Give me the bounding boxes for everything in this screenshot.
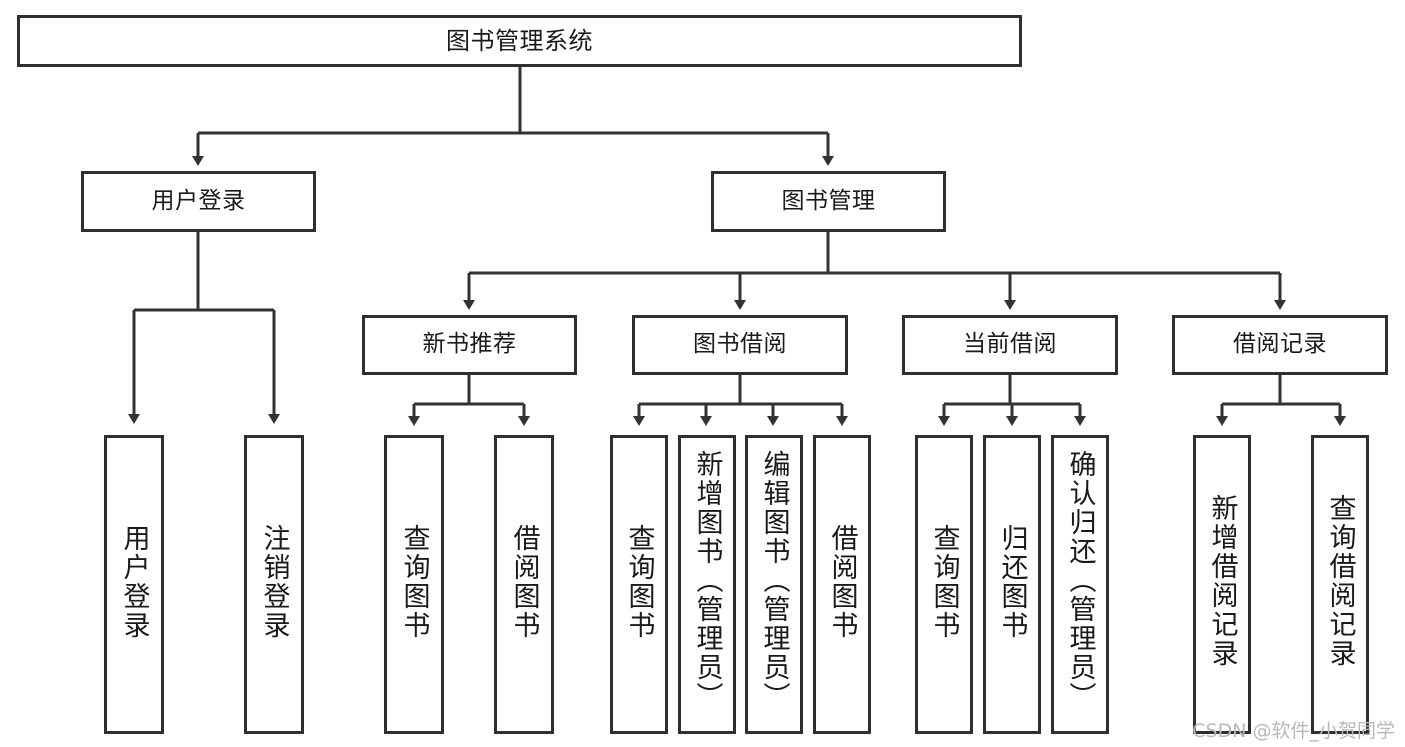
node-label: 归还图书 <box>996 524 1028 640</box>
node-label: 用户登录 <box>118 524 150 640</box>
node-leaf-logout[interactable]: 注销登录 <box>244 435 304 734</box>
node-label: 图书管理系统 <box>446 26 593 55</box>
node-label: 确认归还（管理员） <box>1064 450 1096 711</box>
node-label: 用户登录 <box>151 187 246 214</box>
node-label: 查询图书 <box>623 524 655 640</box>
node-leaf-query-book-recommend[interactable]: 查询图书 <box>384 435 444 734</box>
node-borrow-record[interactable]: 借阅记录 <box>1172 315 1388 375</box>
node-leaf-add-borrow-record[interactable]: 新增借阅记录 <box>1193 435 1251 734</box>
node-label: 编辑图书（管理员） <box>758 450 790 711</box>
watermark-text: CSDN @软件_小贺同学 <box>1192 720 1395 742</box>
node-leaf-add-book-admin[interactable]: 新增图书（管理员） <box>678 435 736 734</box>
node-new-book-recommend[interactable]: 新书推荐 <box>362 315 577 375</box>
node-user-login[interactable]: 用户登录 <box>81 171 316 232</box>
node-leaf-borrow-book-recommend[interactable]: 借阅图书 <box>494 435 554 734</box>
node-label: 新增借阅记录 <box>1206 494 1238 668</box>
node-label: 新增图书（管理员） <box>691 450 723 711</box>
node-label: 借阅图书 <box>508 524 540 640</box>
node-label: 图书管理 <box>781 187 876 214</box>
node-label: 借阅记录 <box>1233 331 1327 358</box>
node-leaf-edit-book-admin[interactable]: 编辑图书（管理员） <box>745 435 803 734</box>
node-leaf-user-login[interactable]: 用户登录 <box>104 435 164 734</box>
node-leaf-query-borrow-record[interactable]: 查询借阅记录 <box>1311 435 1369 734</box>
node-leaf-query-book-borrow[interactable]: 查询图书 <box>610 435 668 734</box>
node-leaf-borrow-book[interactable]: 借阅图书 <box>813 435 871 734</box>
node-label: 当前借阅 <box>963 331 1057 358</box>
node-leaf-return-book[interactable]: 归还图书 <box>983 435 1041 734</box>
node-label: 注销登录 <box>258 524 290 640</box>
node-label: 查询借阅记录 <box>1324 494 1356 668</box>
node-book-management[interactable]: 图书管理 <box>711 171 946 232</box>
node-label: 图书借阅 <box>693 331 787 358</box>
node-leaf-confirm-return-admin[interactable]: 确认归还（管理员） <box>1051 435 1109 734</box>
node-label: 查询图书 <box>398 524 430 640</box>
node-current-borrow[interactable]: 当前借阅 <box>902 315 1118 375</box>
node-label: 借阅图书 <box>826 524 858 640</box>
node-root-system[interactable]: 图书管理系统 <box>17 15 1022 67</box>
node-label: 查询图书 <box>928 524 960 640</box>
node-leaf-query-book-current[interactable]: 查询图书 <box>915 435 973 734</box>
node-book-borrow[interactable]: 图书借阅 <box>632 315 848 375</box>
node-label: 新书推荐 <box>422 331 517 358</box>
